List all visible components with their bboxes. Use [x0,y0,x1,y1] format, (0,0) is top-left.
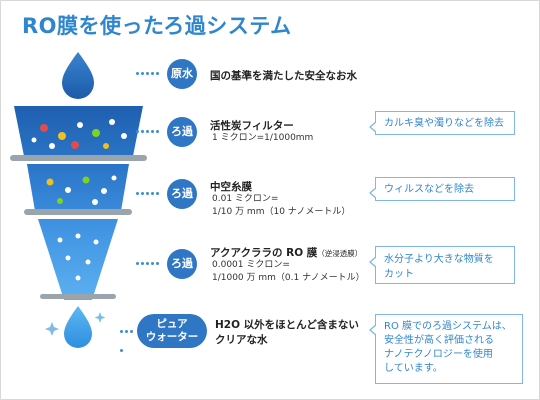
connector-dots [136,72,162,75]
badge-pure-water: ピュアウォーター [137,314,207,348]
pure-water-drop-icon [64,306,92,348]
source-water-drop-icon [62,52,94,99]
badge-filtration-2: ろ過 [167,179,197,209]
step-1-title: 国の基準を満たした安全なお水 [210,70,357,82]
funnel-stage-2 [27,164,129,211]
connector-dots [120,330,138,352]
page-title: RO膜を使ったろ過システム [22,14,292,38]
impurity-particles-stage-2 [46,175,117,205]
connector-dots [136,192,162,195]
badge-filtration-1: ろ過 [167,117,197,147]
impurity-particles-stage-1 [31,119,127,149]
connector-dots [136,262,162,265]
step-5-title: H2O 以外をほとんど含まないクリアな水 [215,319,359,346]
step-4-title: アクアクララの RO 膜（逆浸透膜） [210,247,363,259]
callout-ro-membrane: 水分子より大きな物質を カット [369,246,515,284]
filter-layer-1 [10,155,147,161]
funnel-stage-3 [38,219,118,300]
connector-dots [136,130,162,133]
step-3-detail: 0.01 ミクロン= 1/10 万 mm（10 ナノメートル） [212,194,351,217]
filter-layer-3 [40,294,116,299]
badge-filtration-3: ろ過 [167,249,197,279]
badge-source-water: 原水 [167,59,197,89]
filter-layer-2 [24,209,132,215]
step-4-detail: 0.0001 ミクロン= 1/1000 万 mm（0.1 ナノメートル） [212,260,365,283]
sparkle-icon [45,312,106,336]
water-particles-stage-3 [57,233,99,281]
step-2-title: 活性炭フィルター [210,120,294,132]
callout-ro-summary: RO 膜でのろ過システムは、 安全性が高く評価される ナノテクノロジーを使用 し… [369,314,523,384]
funnel-stage-1 [14,106,143,156]
callout-hollow-fiber: ウィルスなどを除去 [369,177,515,201]
step-3-title: 中空糸膜 [210,181,252,193]
step-2-detail: 1 ミクロン=1/1000mm [212,133,314,143]
callout-carbon-filter: カルキ臭や濁りなどを除去 [369,111,515,135]
